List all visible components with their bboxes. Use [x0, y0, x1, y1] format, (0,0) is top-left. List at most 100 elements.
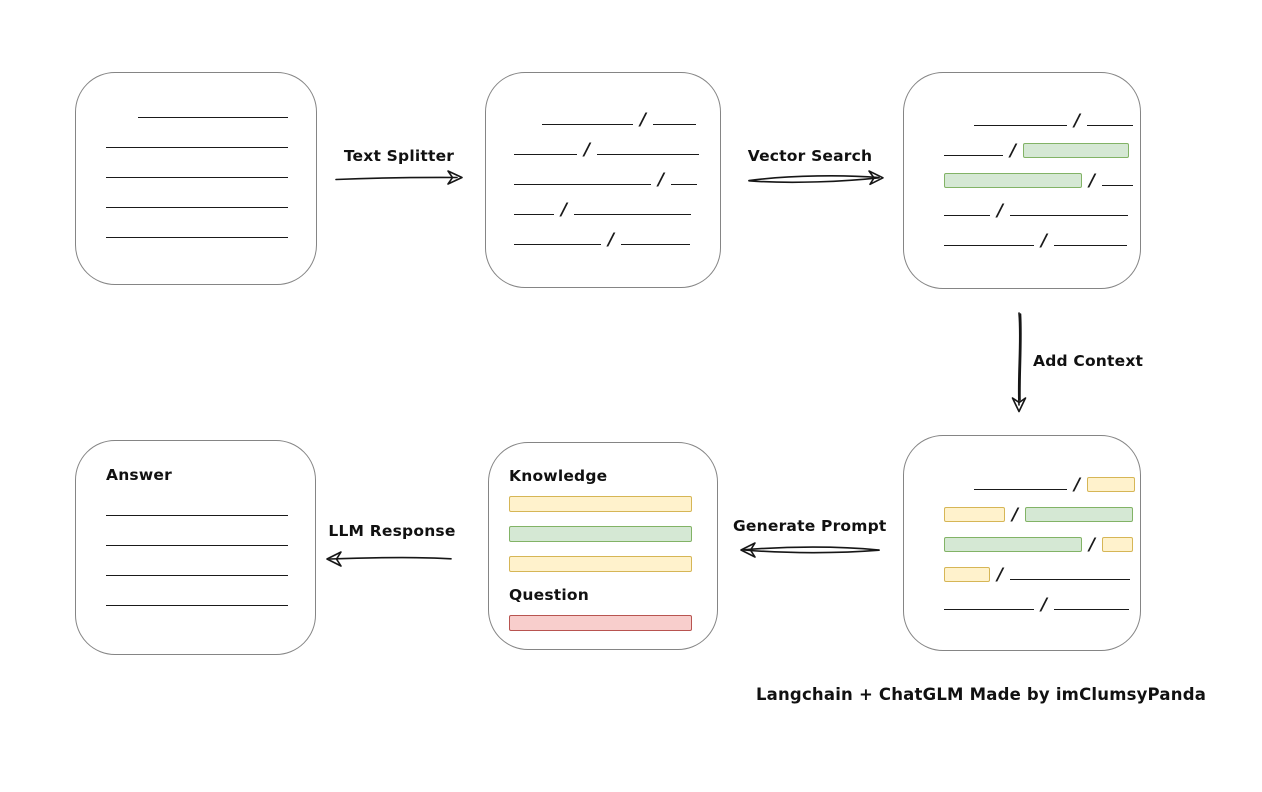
search-result-lines: / / / / / [944, 99, 1140, 251]
llm-response-arrow-icon [326, 551, 452, 567]
chunk-row [106, 579, 315, 609]
split-chunks-node: ///// [485, 72, 721, 288]
slash-separator: / [1041, 595, 1048, 615]
document-lines [106, 91, 316, 241]
slash-separator: / [1010, 141, 1017, 161]
highlight-bar-green [1023, 143, 1130, 158]
text-line-segment [106, 605, 288, 606]
context-node: / / / / / [903, 435, 1141, 651]
answer-label: Answer [106, 466, 172, 484]
text-line-segment [106, 575, 288, 576]
text-line-segment [944, 609, 1034, 610]
chunk-row: / [514, 128, 720, 160]
chunk-row [106, 181, 316, 211]
text-line-segment [1054, 609, 1130, 610]
prompt-bar-green [509, 526, 692, 542]
add-context-arrow-icon [1011, 312, 1027, 413]
slash-separator: / [1041, 231, 1048, 251]
slash-separator: / [640, 110, 647, 130]
chunk-row: / [944, 219, 1140, 251]
chunk-row [106, 519, 315, 549]
generate-prompt-arrow-icon [740, 542, 880, 558]
prompt-node: Knowledge Question [488, 442, 718, 650]
slash-separator: / [1089, 171, 1096, 191]
chunk-row: / [514, 218, 720, 250]
text-line-segment [974, 489, 1067, 490]
chunk-row: / [974, 99, 1140, 131]
text-line-segment [106, 207, 288, 208]
text-line-segment [106, 515, 288, 516]
highlight-bar-green [944, 537, 1082, 552]
add-context-arrow-label: Add Context [1033, 352, 1144, 370]
chunk-row [106, 211, 316, 241]
text-line-segment [106, 177, 288, 178]
text-line-segment [944, 245, 1034, 246]
slash-separator: / [608, 230, 615, 250]
slash-separator: / [1074, 475, 1081, 495]
chunk-row [106, 549, 315, 579]
text-line-segment [1087, 125, 1134, 126]
highlight-bar-yellow [1087, 477, 1136, 492]
text-line-segment [1102, 185, 1134, 186]
chunk-row [106, 489, 315, 519]
slash-separator: / [584, 140, 591, 160]
chunk-row [138, 91, 316, 121]
text-line-segment [1054, 245, 1128, 246]
text-line-segment [514, 244, 601, 245]
text-splitter-arrow-label: Text Splitter [343, 147, 455, 165]
knowledge-bars [509, 496, 717, 572]
text-line-segment [106, 147, 288, 148]
question-bar [509, 615, 717, 631]
document-node [75, 72, 317, 285]
text-line-segment [106, 237, 288, 238]
chunk-row [106, 151, 316, 181]
text-line-segment [974, 125, 1067, 126]
vector-search-results-node: / / / / / [903, 72, 1141, 289]
prompt-bar-red [509, 615, 692, 631]
highlight-bar-green [1025, 507, 1134, 522]
slash-separator: / [561, 200, 568, 220]
text-line-segment [671, 184, 698, 185]
slash-separator: / [997, 201, 1004, 221]
text-line-segment [597, 154, 700, 155]
vector-search-arrow-label: Vector Search [747, 147, 873, 165]
text-line-segment [1010, 579, 1131, 580]
slash-separator: / [997, 565, 1004, 585]
chunk-row: / [944, 129, 1140, 161]
text-line-segment [944, 215, 990, 216]
text-line-segment [542, 124, 633, 125]
text-line-segment [574, 214, 692, 215]
prompt-bar-yellow [509, 496, 692, 512]
text-line-segment [944, 155, 1003, 156]
chunk-row: / [514, 158, 720, 189]
chunk-row: / [944, 583, 1140, 615]
slash-separator: / [1012, 505, 1019, 525]
text-splitter-arrow-icon [335, 170, 463, 185]
chunk-lines: ///// [514, 98, 720, 250]
prompt-bar-yellow [509, 556, 692, 572]
text-line-segment [138, 117, 288, 118]
slash-separator: / [1074, 111, 1081, 131]
vector-search-arrow-icon [748, 170, 884, 186]
llm-response-arrow-label: LLM Response [328, 522, 456, 540]
highlight-bar-green [944, 173, 1082, 188]
answer-node: Answer [75, 440, 316, 655]
answer-lines [106, 489, 315, 609]
text-line-segment [514, 184, 651, 185]
generate-prompt-arrow-label: Generate Prompt [733, 517, 887, 535]
chunk-row: / [944, 493, 1140, 525]
text-line-segment [514, 154, 577, 155]
slash-separator: / [1089, 535, 1096, 555]
question-label: Question [509, 586, 589, 604]
text-line-segment [514, 214, 554, 215]
chunk-row [106, 121, 316, 151]
highlight-bar-yellow [1102, 537, 1134, 552]
text-line-segment [106, 545, 288, 546]
text-line-segment [1010, 215, 1129, 216]
chunk-row: / [542, 98, 720, 130]
text-line-segment [653, 124, 697, 125]
context-lines: / / / / / [944, 463, 1140, 615]
text-line-segment [621, 244, 691, 245]
chunk-row: / [944, 159, 1140, 191]
knowledge-label: Knowledge [509, 467, 608, 485]
